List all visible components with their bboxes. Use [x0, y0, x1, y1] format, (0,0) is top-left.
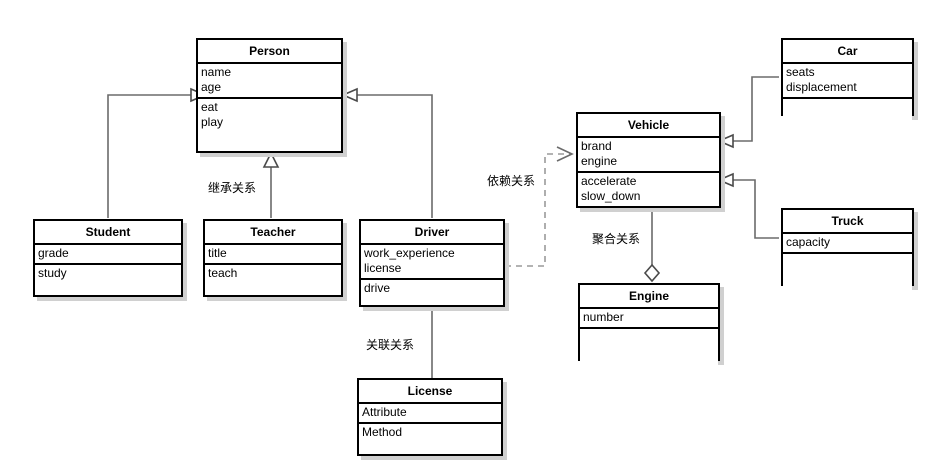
class-attributes-vehicle: brand engine — [578, 138, 719, 173]
class-operations-car — [783, 99, 912, 124]
link-driver-to-vehicle[interactable] — [505, 146, 574, 267]
class-operations-driver: drive — [361, 280, 503, 298]
class-box-student[interactable]: Student grade study — [33, 219, 183, 297]
class-box-vehicle[interactable]: Vehicle brand engine accelerate slow_dow… — [576, 112, 721, 208]
operation-row: study — [38, 266, 67, 280]
attribute-row: capacity — [786, 235, 831, 249]
class-box-license[interactable]: License Attribute Method — [357, 378, 503, 456]
class-attributes-engine: number — [580, 309, 718, 329]
class-operations-person: eat play — [198, 99, 341, 132]
label-association: 关联关系 — [365, 338, 416, 352]
operation-row: accelerate — [581, 174, 637, 188]
class-attributes-driver: work_experience license — [361, 245, 503, 280]
link-student-to-person[interactable] — [107, 87, 208, 218]
class-title-driver: Driver — [361, 221, 503, 245]
operation-row: teach — [208, 266, 238, 280]
operation-row: eat — [201, 100, 218, 114]
operation-row: drive — [364, 281, 391, 295]
class-attributes-car: seats displacement — [783, 64, 912, 99]
class-title-student: Student — [35, 221, 181, 245]
label-inheritance: 继承关系 — [207, 181, 258, 195]
attribute-row: title — [208, 246, 227, 260]
class-box-engine[interactable]: Engine number — [578, 283, 720, 366]
class-title-truck: Truck — [783, 210, 912, 234]
attribute-row: work_experience — [364, 246, 455, 260]
link-truck-to-vehicle[interactable] — [716, 172, 779, 239]
class-attributes-truck: capacity — [783, 234, 912, 254]
class-title-person: Person — [198, 40, 341, 64]
class-box-car[interactable]: Car seats displacement — [781, 38, 914, 124]
attribute-row: brand — [581, 139, 612, 153]
attribute-row: engine — [581, 154, 618, 168]
attribute-row: license — [364, 261, 402, 275]
class-box-teacher[interactable]: Teacher title teach — [203, 219, 343, 297]
class-operations-license: Method — [359, 424, 501, 442]
link-driver-to-person[interactable] — [340, 87, 433, 218]
class-title-license: License — [359, 380, 501, 404]
class-attributes-person: name age — [198, 64, 341, 99]
class-operations-engine — [580, 329, 718, 366]
class-operations-truck — [783, 254, 912, 291]
label-aggregation: 聚合关系 — [591, 232, 642, 246]
attribute-row: seats — [786, 65, 815, 79]
attribute-row: grade — [38, 246, 69, 260]
class-box-driver[interactable]: Driver work_experience license drive — [359, 219, 505, 307]
class-operations-teacher: teach — [205, 265, 341, 283]
class-box-person[interactable]: Person name age eat play — [196, 38, 343, 153]
link-vehicle-to-engine[interactable] — [643, 208, 661, 283]
class-operations-vehicle: accelerate slow_down — [578, 173, 719, 206]
operation-row: slow_down — [581, 189, 641, 203]
class-title-car: Car — [783, 40, 912, 64]
class-operations-student: study — [35, 265, 181, 283]
operation-row: Method — [362, 425, 403, 439]
operation-row: play — [201, 115, 224, 129]
class-title-engine: Engine — [580, 285, 718, 309]
class-attributes-license: Attribute — [359, 404, 501, 424]
attribute-row: name — [201, 65, 232, 79]
link-car-to-vehicle[interactable] — [716, 76, 779, 149]
class-box-truck[interactable]: Truck capacity — [781, 208, 914, 291]
class-title-vehicle: Vehicle — [578, 114, 719, 138]
link-teacher-to-person[interactable] — [262, 151, 280, 218]
attribute-row: displacement — [786, 80, 857, 94]
class-attributes-student: grade — [35, 245, 181, 265]
attribute-row: Attribute — [362, 405, 407, 419]
label-dependency: 依赖关系 — [486, 174, 537, 188]
class-title-teacher: Teacher — [205, 221, 341, 245]
attribute-row: age — [201, 80, 222, 94]
attribute-row: number — [583, 310, 624, 324]
class-attributes-teacher: title — [205, 245, 341, 265]
